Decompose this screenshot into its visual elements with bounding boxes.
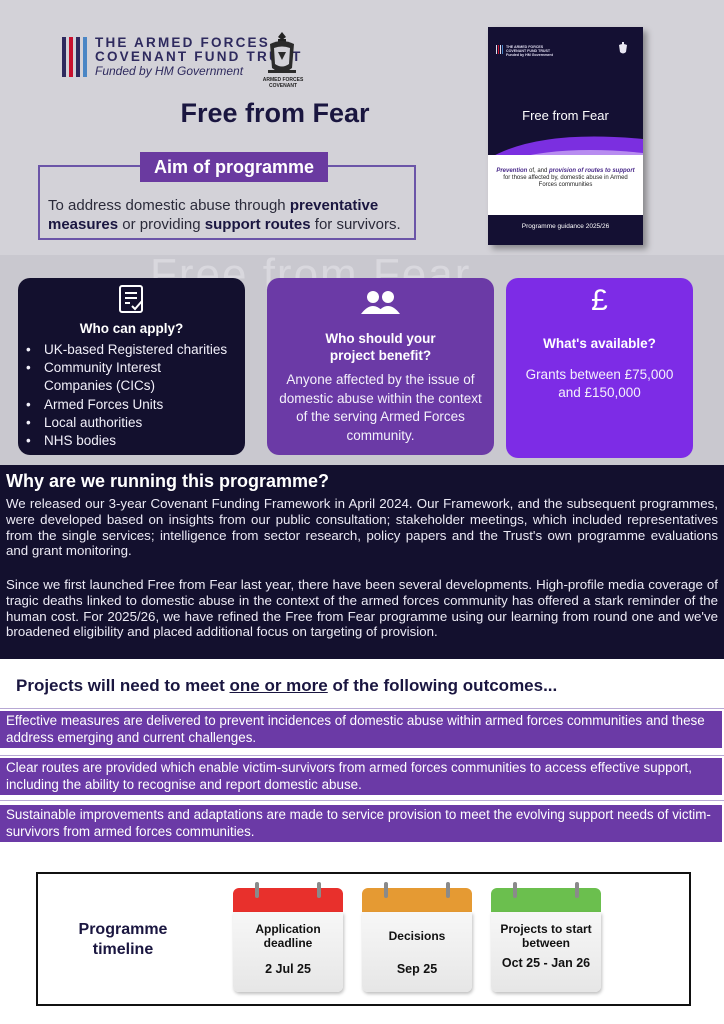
list-item: •Local authorities xyxy=(26,414,143,430)
calendar-projects-start: Projects to start between Oct 25 - Jan 2… xyxy=(491,882,601,992)
aim-bold-support: support routes xyxy=(204,216,311,233)
checklist-icon xyxy=(119,285,143,313)
card-title-who-benefit: Who should your project benefit? xyxy=(325,331,436,363)
pound-icon: £ xyxy=(591,284,608,317)
why-heading: Why are we running this programme? xyxy=(6,471,330,491)
outcomes-heading-emphasis: one or more xyxy=(229,676,328,695)
card-title-whats-available: What's available? xyxy=(543,336,656,351)
card-who-benefit: Who should your project benefit? xyxy=(267,278,494,455)
timeline-event-date: Oct 25 - Jan 26 xyxy=(501,956,591,970)
outcome-item: Effective measures are delivered to prev… xyxy=(0,711,722,748)
list-item: Companies (CICs) xyxy=(44,378,156,394)
aim-text: To address domestic abuse through preven… xyxy=(48,197,401,233)
card-text-whats-available: Grants between £75,000 and £150,000 xyxy=(525,367,674,400)
booklet-title: Free from Fear xyxy=(522,108,609,123)
booklet-subtitle: Prevention of, and provision of routes t… xyxy=(496,168,635,188)
calendar-header xyxy=(491,888,601,914)
calendar-application-deadline: Application deadline 2 Jul 25 xyxy=(233,882,343,992)
timeline-event-title: Application deadline xyxy=(255,922,321,950)
eligibility-list: •UK-based Registered charities •Communit… xyxy=(26,341,227,450)
timeline-event-date: 2 Jul 25 xyxy=(265,962,311,976)
timeline-event-title: Decisions xyxy=(388,929,446,943)
calendar-decisions: Decisions Sep 25 xyxy=(362,882,472,992)
timeline-event-title: Projects to start between xyxy=(500,922,592,950)
calendar-page xyxy=(491,912,601,992)
divider xyxy=(0,800,724,801)
timeline-event-date: Sep 25 xyxy=(396,962,438,976)
logo-line-1: THE ARMED FORCES xyxy=(95,35,270,50)
list-item: •UK-based Registered charities xyxy=(26,342,228,357)
calendar-page xyxy=(233,912,343,992)
divider xyxy=(0,755,724,756)
outcome-item: Clear routes are provided which enable v… xyxy=(0,758,722,795)
logo-stripes xyxy=(62,37,87,79)
booklet-logo: THE ARMED FORCES COVENANT FUND TRUST Fun… xyxy=(496,45,553,57)
aim-bold-preventative: preventative measures xyxy=(48,197,379,233)
card-title-who-can-apply: Who can apply? xyxy=(79,321,184,336)
logo-line-3: Funded by HM Government xyxy=(95,64,244,78)
card-who-can-apply: Who can apply? xyxy=(18,278,245,455)
trust-logo: THE ARMED FORCES COVENANT FUND TRUST Fun… xyxy=(62,36,303,79)
outcomes-heading: Projects will need to meet one or more o… xyxy=(16,676,558,695)
list-item: •Community Interest xyxy=(26,360,162,376)
aim-label: Aim of programme xyxy=(140,152,328,182)
timeline-label: Programme timeline xyxy=(78,921,168,958)
booklet-white-panel xyxy=(488,155,643,215)
booklet-footer: Programme guidance 2025/26 xyxy=(521,223,610,230)
calendar-page xyxy=(362,912,472,992)
card-text-who-benefit: Anyone affected by the issue of domestic… xyxy=(279,372,482,443)
outcome-item: Sustainable improvements and adaptations… xyxy=(0,805,722,842)
list-item: •NHS bodies xyxy=(26,433,117,449)
calendar-header xyxy=(233,888,343,914)
why-paragraph-2: Since we first launched Free from Fear l… xyxy=(6,577,718,640)
card-whats-available: £ What's available? Grants between £75,0… xyxy=(506,278,693,458)
booklet-crest-icon xyxy=(619,42,627,54)
divider xyxy=(0,708,724,709)
guidance-booklet-cover: THE ARMED FORCES COVENANT FUND TRUST Fun… xyxy=(488,27,643,245)
calendar-header xyxy=(362,888,472,914)
people-icon xyxy=(361,291,400,314)
why-section: Why are we running this programme? We re… xyxy=(0,465,724,659)
logo-line-2: COVENANT FUND TRUST xyxy=(95,49,303,64)
covenant-crest-icon xyxy=(268,32,296,73)
crest-label: ARMED FORCES COVENANT xyxy=(262,77,304,89)
list-item: •Armed Forces Units xyxy=(26,396,164,412)
page-title: Free from Fear xyxy=(180,98,370,128)
why-paragraph-1: We released our 3-year Covenant Funding … xyxy=(6,496,718,559)
